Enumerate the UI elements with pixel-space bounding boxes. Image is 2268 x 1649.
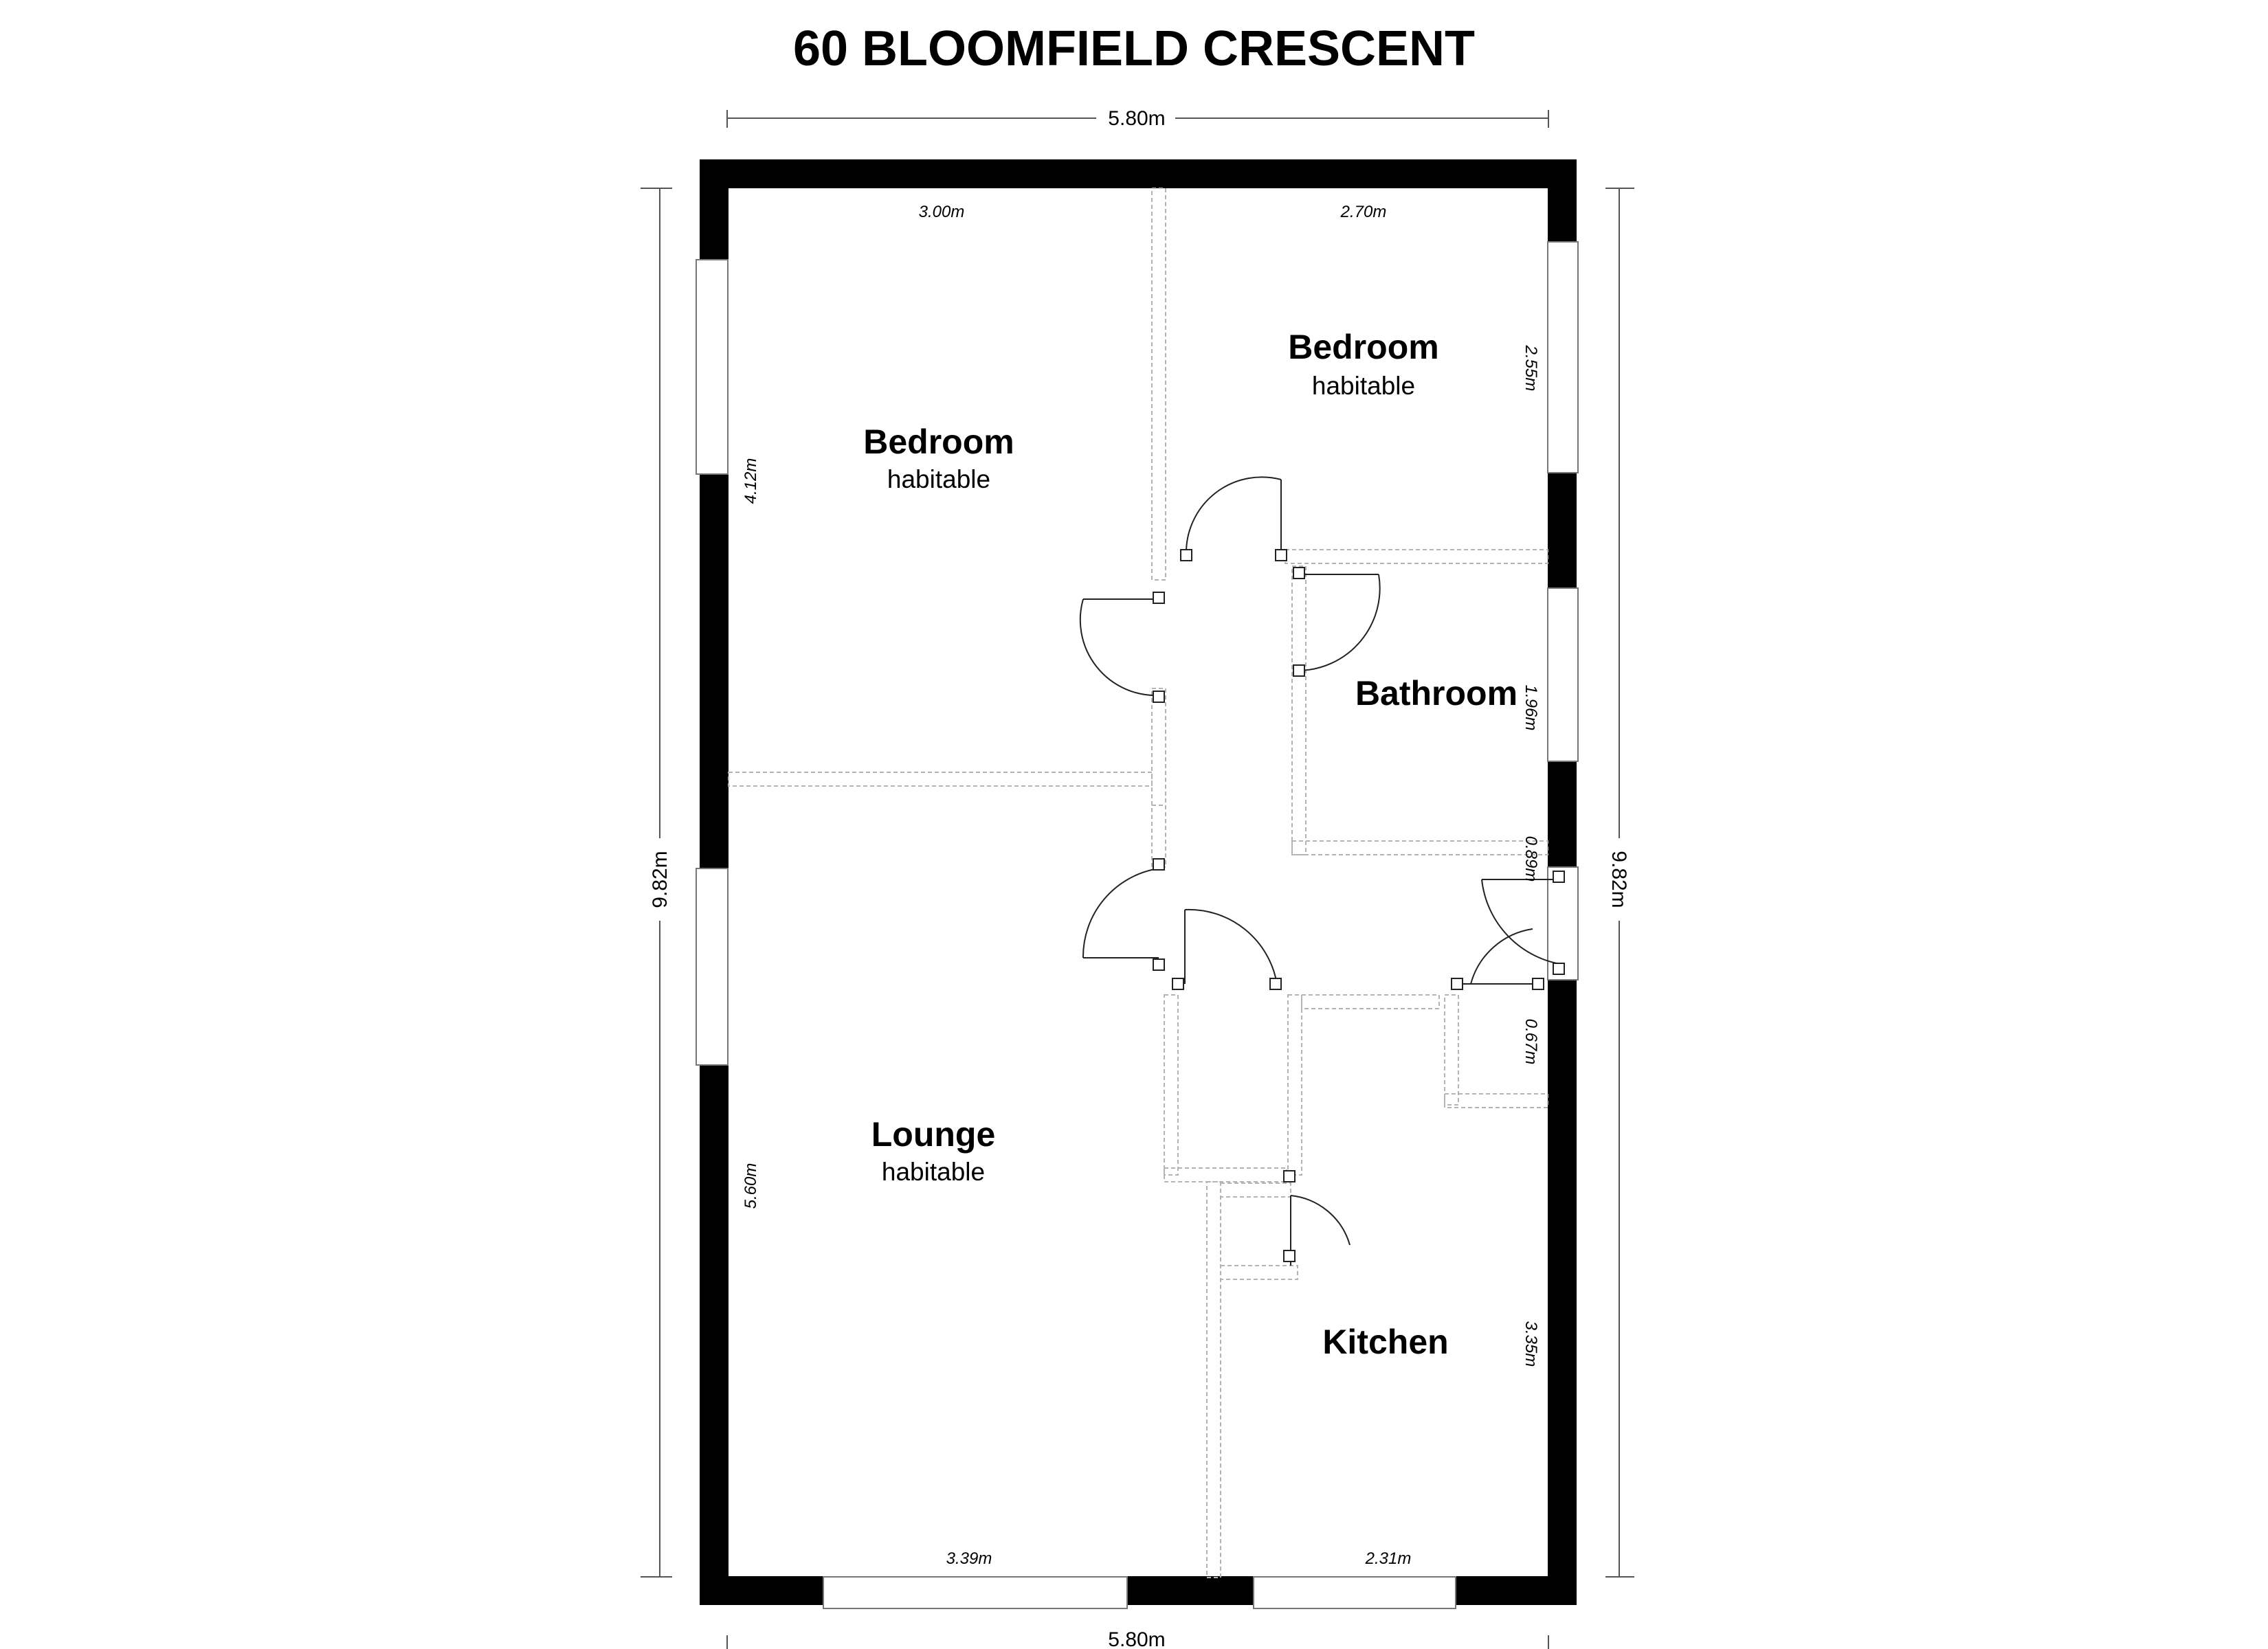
bottom-dimension: 5.80m <box>726 1628 1549 1649</box>
door-lounge <box>1082 858 1165 971</box>
room-name: Kitchen <box>1322 1323 1448 1361</box>
plan-title: 60 BLOOMFIELD CRESCENT <box>793 21 1475 76</box>
room-subtitle: habitable <box>1312 372 1415 400</box>
room-depth: 5.60m <box>742 1163 760 1209</box>
door-pantry <box>1283 1170 1350 1266</box>
window-right-bathroom <box>1547 587 1579 762</box>
door-cupboard <box>1451 928 1544 990</box>
right-dimension: 9.82m <box>1605 188 1634 1578</box>
room-width: 2.31m <box>1365 1549 1412 1568</box>
room-depth: 1.96m <box>1522 685 1540 731</box>
exterior-walls <box>700 159 1577 1605</box>
window-left-lower <box>696 868 729 1066</box>
minor-dimension-2: 0.67m <box>1522 1019 1540 1065</box>
room-width: 3.00m <box>919 203 965 221</box>
bottom-dimension-label: 5.80m <box>1108 1628 1165 1649</box>
door-bedroom-1 <box>1079 592 1165 703</box>
cupboard-dimension: 0.67m <box>1522 1019 1540 1065</box>
entry-door-opening <box>1547 866 1579 980</box>
window-left-upper <box>696 259 729 475</box>
left-dimension-label: 9.82m <box>649 851 671 908</box>
room-name: Bedroom <box>863 423 1014 461</box>
window-bottom-right <box>1253 1576 1456 1609</box>
door-store <box>1172 908 1282 990</box>
room-width: 3.39m <box>946 1549 992 1568</box>
room-depth: 2.55m <box>1522 345 1540 392</box>
room-depth: 3.35m <box>1522 1321 1540 1367</box>
door-bathroom <box>1293 567 1381 677</box>
left-dimension: 9.82m <box>641 188 672 1578</box>
right-dimension-label: 9.82m <box>1608 851 1630 908</box>
room-bedroom-2: Bedroom habitable 2.70m 2.55m <box>1288 203 1540 400</box>
room-name: Bedroom <box>1288 328 1438 366</box>
room-name: Bathroom <box>1355 674 1517 713</box>
room-kitchen: Kitchen 2.31m 3.35m <box>1322 1321 1540 1568</box>
room-depth: 4.12m <box>742 458 760 504</box>
doors <box>1079 476 1565 1266</box>
room-lounge: Lounge habitable 3.39m 5.60m <box>742 1115 995 1568</box>
window-bottom-left <box>823 1576 1128 1609</box>
window-right-bedroom <box>1547 241 1579 473</box>
minor-dimension-1: 0.89m <box>1522 836 1540 882</box>
room-bathroom: Bathroom 1.96m 0.89m <box>1355 674 1540 882</box>
door-upper-bedroom-2 <box>1180 476 1287 561</box>
room-name: Lounge <box>871 1115 996 1154</box>
windows <box>696 241 1579 1609</box>
room-subtitle: habitable <box>882 1158 985 1186</box>
interior-partitions <box>728 188 1548 1578</box>
room-subtitle: habitable <box>887 465 990 493</box>
top-dimension: 5.80m <box>726 107 1549 130</box>
top-dimension-label: 5.80m <box>1108 107 1165 130</box>
room-width: 2.70m <box>1340 203 1387 221</box>
room-bedroom-1: Bedroom habitable 3.00m 4.12m <box>742 203 1014 504</box>
